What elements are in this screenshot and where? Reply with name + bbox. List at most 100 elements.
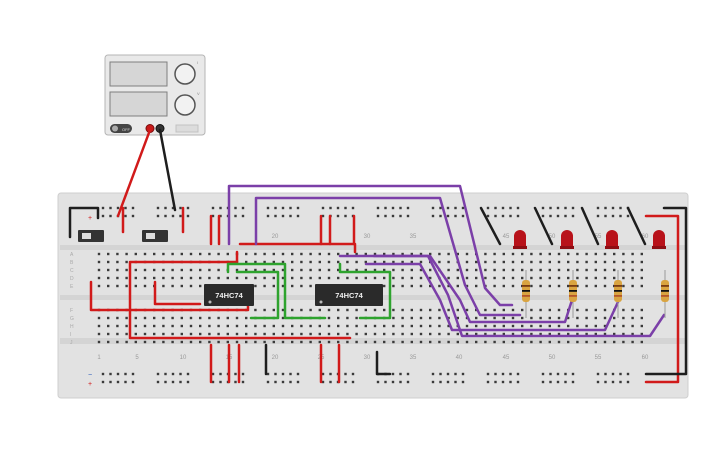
- breadboard-hole[interactable]: [171, 268, 174, 272]
- breadboard-hole[interactable]: [235, 324, 239, 328]
- breadboard-hole[interactable]: [344, 372, 347, 376]
- breadboard-hole[interactable]: [631, 268, 634, 272]
- breadboard-hole[interactable]: [557, 268, 561, 272]
- breadboard-hole[interactable]: [337, 340, 340, 344]
- breadboard-hole[interactable]: [272, 332, 275, 336]
- breadboard-hole[interactable]: [116, 276, 119, 280]
- breadboard-hole[interactable]: [493, 332, 496, 336]
- purple-wire[interactable]: [372, 254, 666, 338]
- breadboard-hole[interactable]: [208, 268, 211, 272]
- breadboard-hole[interactable]: [548, 316, 551, 320]
- breadboard-hole[interactable]: [107, 340, 110, 344]
- breadboard-hole[interactable]: [171, 380, 175, 384]
- breadboard-hole[interactable]: [392, 332, 395, 336]
- breadboard-hole[interactable]: [539, 276, 542, 280]
- breadboard-hole[interactable]: [234, 380, 237, 384]
- breadboard-hole[interactable]: [245, 332, 248, 336]
- breadboard-hole[interactable]: [131, 214, 135, 218]
- breadboard-hole[interactable]: [107, 324, 110, 328]
- breadboard-hole[interactable]: [640, 252, 643, 256]
- breadboard-hole[interactable]: [235, 340, 239, 344]
- breadboard-hole[interactable]: [281, 284, 285, 288]
- breadboard-hole[interactable]: [134, 268, 137, 272]
- breadboard-hole[interactable]: [309, 284, 312, 288]
- breadboard-hole[interactable]: [266, 372, 270, 376]
- breadboard-hole[interactable]: [101, 214, 105, 218]
- breadboard-hole[interactable]: [539, 308, 542, 312]
- breadboard-hole[interactable]: [211, 206, 215, 210]
- breadboard-hole[interactable]: [116, 260, 119, 264]
- breadboard-hole[interactable]: [281, 308, 285, 312]
- breadboard-hole[interactable]: [585, 324, 588, 328]
- breadboard-hole[interactable]: [429, 252, 432, 256]
- breadboard-hole[interactable]: [296, 380, 300, 384]
- breadboard-hole[interactable]: [509, 380, 512, 384]
- breadboard-hole[interactable]: [162, 284, 165, 288]
- breadboard-hole[interactable]: [511, 332, 515, 336]
- breadboard-hole[interactable]: [465, 268, 469, 272]
- breadboard-hole[interactable]: [254, 308, 257, 312]
- breadboard-hole[interactable]: [419, 260, 423, 264]
- breadboard-hole[interactable]: [557, 308, 561, 312]
- breadboard-hole[interactable]: [211, 214, 215, 218]
- breadboard-hole[interactable]: [530, 340, 533, 344]
- breadboard-hole[interactable]: [486, 380, 490, 384]
- breadboard-hole[interactable]: [180, 276, 183, 280]
- breadboard-hole[interactable]: [346, 332, 349, 336]
- breadboard-hole[interactable]: [327, 252, 331, 256]
- breadboard-hole[interactable]: [171, 316, 174, 320]
- breadboard-hole[interactable]: [373, 340, 377, 344]
- breadboard-hole[interactable]: [383, 324, 386, 328]
- black-wire[interactable]: [68, 206, 100, 239]
- breadboard-hole[interactable]: [611, 214, 615, 218]
- breadboard-hole[interactable]: [296, 214, 300, 218]
- breadboard-hole[interactable]: [199, 276, 202, 280]
- breadboard-hole[interactable]: [594, 332, 597, 336]
- breadboard-hole[interactable]: [530, 268, 533, 272]
- breadboard-hole[interactable]: [640, 276, 643, 280]
- breadboard-hole[interactable]: [501, 372, 505, 376]
- breadboard-hole[interactable]: [539, 332, 542, 336]
- breadboard-hole[interactable]: [454, 206, 457, 210]
- breadboard-hole[interactable]: [446, 380, 450, 384]
- breadboard-hole[interactable]: [576, 276, 579, 280]
- breadboard-hole[interactable]: [109, 214, 112, 218]
- breadboard-hole[interactable]: [131, 206, 135, 210]
- breadboard-hole[interactable]: [541, 372, 545, 376]
- breadboard-hole[interactable]: [171, 214, 175, 218]
- breadboard-hole[interactable]: [484, 316, 487, 320]
- breadboard-hole[interactable]: [567, 324, 570, 328]
- breadboard-hole[interactable]: [501, 206, 505, 210]
- breadboard-hole[interactable]: [484, 324, 487, 328]
- breadboard-hole[interactable]: [186, 380, 190, 384]
- breadboard-hole[interactable]: [539, 340, 542, 344]
- breadboard-hole[interactable]: [401, 276, 404, 280]
- purple-wire[interactable]: [364, 262, 620, 332]
- breadboard-hole[interactable]: [143, 316, 147, 320]
- breadboard-hole[interactable]: [234, 206, 237, 210]
- breadboard-hole[interactable]: [594, 252, 597, 256]
- breadboard-hole[interactable]: [235, 276, 239, 280]
- breadboard-hole[interactable]: [406, 372, 410, 376]
- breadboard-hole[interactable]: [281, 380, 285, 384]
- breadboard-hole[interactable]: [465, 284, 469, 288]
- breadboard-hole[interactable]: [346, 340, 349, 344]
- breadboard-hole[interactable]: [164, 206, 167, 210]
- green-wire[interactable]: [235, 270, 280, 320]
- breadboard-hole[interactable]: [484, 268, 487, 272]
- breadboard-hole[interactable]: [511, 276, 515, 280]
- breadboard-hole[interactable]: [475, 260, 478, 264]
- breadboard-hole[interactable]: [419, 268, 423, 272]
- breadboard-hole[interactable]: [475, 268, 478, 272]
- breadboard-hole[interactable]: [179, 380, 182, 384]
- breadboard-hole[interactable]: [383, 268, 386, 272]
- led[interactable]: [605, 230, 619, 249]
- breadboard-hole[interactable]: [502, 276, 505, 280]
- breadboard-hole[interactable]: [475, 276, 478, 280]
- breadboard-hole[interactable]: [539, 316, 542, 320]
- black-wire[interactable]: [580, 206, 600, 246]
- breadboard-hole[interactable]: [336, 206, 340, 210]
- breadboard-hole[interactable]: [373, 324, 377, 328]
- breadboard-hole[interactable]: [410, 260, 413, 264]
- breadboard-hole[interactable]: [556, 206, 560, 210]
